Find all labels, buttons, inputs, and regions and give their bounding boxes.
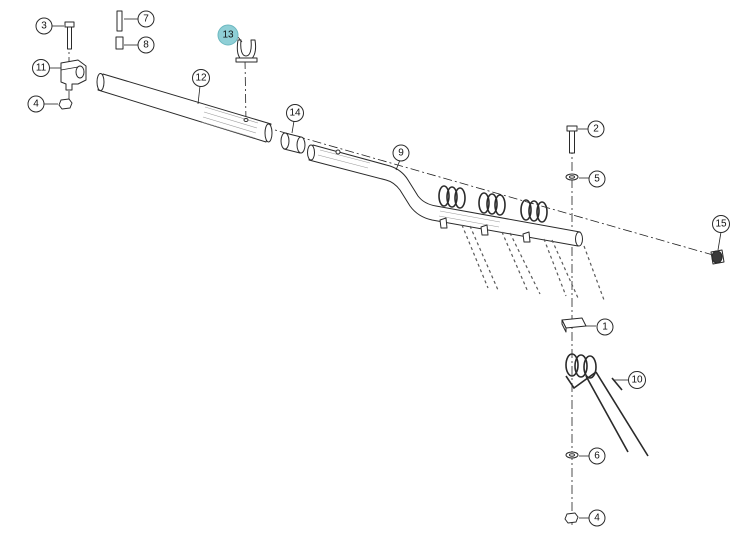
callout-2[interactable]: 2	[587, 120, 605, 138]
callout-7[interactable]: 7	[137, 10, 155, 28]
svg-text:7: 7	[143, 14, 149, 25]
part-tube-12	[96, 73, 273, 143]
part-spring-tine-10	[565, 353, 649, 457]
part-shaft-9	[307, 144, 583, 247]
callout-4-upper[interactable]: 4	[27, 95, 45, 113]
callout-13-selected[interactable]: 13	[217, 24, 239, 46]
svg-text:14: 14	[289, 108, 301, 119]
svg-text:15: 15	[715, 219, 727, 230]
tine-clamps	[439, 217, 531, 243]
callout-5[interactable]: 5	[588, 170, 606, 188]
svg-text:6: 6	[594, 451, 600, 462]
svg-text:5: 5	[594, 174, 600, 185]
tine-coil-2	[478, 192, 506, 216]
part-washer-5	[565, 173, 579, 181]
part-nut-4-lower	[564, 512, 579, 524]
callout-14[interactable]: 14	[286, 104, 304, 122]
callout-labels: 1 2 3 4 4 5 6 7 8 9 10 11 12 13 14 15	[27, 10, 730, 527]
part-bolt-2	[566, 125, 578, 154]
part-sleeve-8	[115, 36, 124, 50]
callout-10[interactable]: 10	[628, 371, 646, 389]
tine-coil-1	[438, 185, 466, 209]
part-washer-6	[565, 451, 579, 459]
svg-text:4: 4	[33, 99, 39, 110]
callout-4-lower[interactable]: 4	[588, 509, 606, 527]
svg-text:2: 2	[593, 124, 599, 135]
svg-text:9: 9	[398, 148, 404, 159]
tine-coil-3	[520, 199, 548, 223]
svg-text:10: 10	[631, 375, 643, 386]
svg-text:8: 8	[143, 40, 149, 51]
part-bushing-14	[280, 132, 306, 154]
callout-8[interactable]: 8	[137, 36, 155, 54]
tine-wires	[461, 224, 605, 301]
center-lines	[68, 40, 721, 525]
part-nut-4-upper	[58, 98, 73, 110]
svg-text:11: 11	[36, 63, 47, 74]
callout-15[interactable]: 15	[712, 215, 730, 233]
svg-text:3: 3	[41, 21, 47, 32]
svg-text:1: 1	[602, 322, 608, 333]
svg-text:13: 13	[222, 30, 234, 41]
tine-coil-group	[438, 185, 548, 243]
part-plate-1	[561, 317, 587, 333]
part-bolt-3	[64, 21, 75, 50]
part-pin-7	[116, 10, 123, 32]
callout-1[interactable]: 1	[596, 318, 614, 336]
clip-axis	[244, 59, 247, 123]
callout-12[interactable]: 12	[192, 69, 210, 87]
callout-11[interactable]: 11	[32, 59, 50, 77]
svg-text:4: 4	[594, 513, 600, 524]
callout-6[interactable]: 6	[588, 447, 606, 465]
callout-3[interactable]: 3	[35, 17, 53, 35]
part-clip-13	[235, 39, 258, 63]
part-endcap-15	[710, 249, 725, 265]
part-clamp-11	[60, 59, 87, 91]
callout-9[interactable]: 9	[392, 144, 410, 162]
svg-text:12: 12	[195, 73, 207, 84]
